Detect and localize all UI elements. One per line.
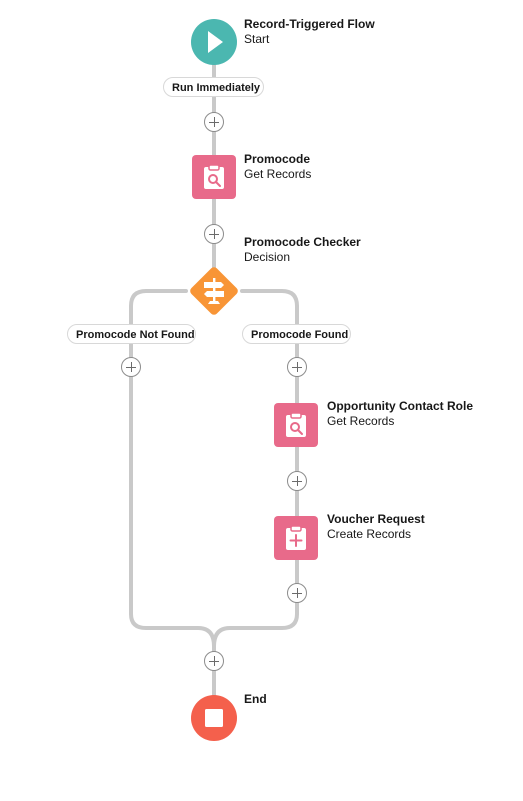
connector-right-branch	[212, 289, 299, 648]
end-title: End	[244, 692, 267, 706]
voucher-request-title: Voucher Request	[327, 512, 425, 526]
decision-title: Promocode Checker	[244, 235, 361, 249]
signpost-icon	[204, 278, 224, 304]
add-element-button-right-3[interactable]	[287, 583, 307, 603]
add-element-button-right-1[interactable]	[287, 357, 307, 377]
start-title: Record-Triggered Flow	[244, 17, 375, 31]
start-node[interactable]	[191, 19, 237, 65]
play-icon	[208, 31, 223, 53]
decision-subtitle: Decision	[244, 250, 291, 264]
promocode-found-label[interactable]: Promocode Found	[242, 324, 351, 344]
clipboard-search-icon	[286, 412, 306, 437]
run-immediately-label[interactable]: Run Immediately	[163, 77, 264, 97]
opportunity-contact-role-node[interactable]	[274, 403, 318, 447]
clipboard-plus-icon	[286, 525, 306, 550]
end-node[interactable]	[191, 695, 237, 741]
voucher-request-subtitle: Create Records	[327, 527, 412, 541]
connector-left-branch	[129, 289, 216, 648]
add-element-button-2[interactable]	[204, 224, 224, 244]
promocode-subtitle: Get Records	[244, 167, 312, 181]
start-subtitle: Start	[244, 32, 270, 46]
promocode-title: Promocode	[244, 152, 311, 166]
add-element-button-left[interactable]	[121, 357, 141, 377]
clipboard-search-icon	[204, 164, 224, 189]
add-element-button-merge[interactable]	[204, 651, 224, 671]
promocode-get-records-node[interactable]	[192, 155, 236, 199]
contact-role-subtitle: Get Records	[327, 414, 395, 428]
promocode-not-found-label[interactable]: Promocode Not Found	[67, 324, 196, 344]
add-element-button-1[interactable]	[204, 112, 224, 132]
stop-icon	[205, 709, 223, 727]
contact-role-title: Opportunity Contact Role	[327, 399, 473, 413]
voucher-request-node[interactable]	[274, 516, 318, 560]
add-element-button-right-2[interactable]	[287, 471, 307, 491]
promocode-checker-decision-node[interactable]	[183, 260, 245, 322]
